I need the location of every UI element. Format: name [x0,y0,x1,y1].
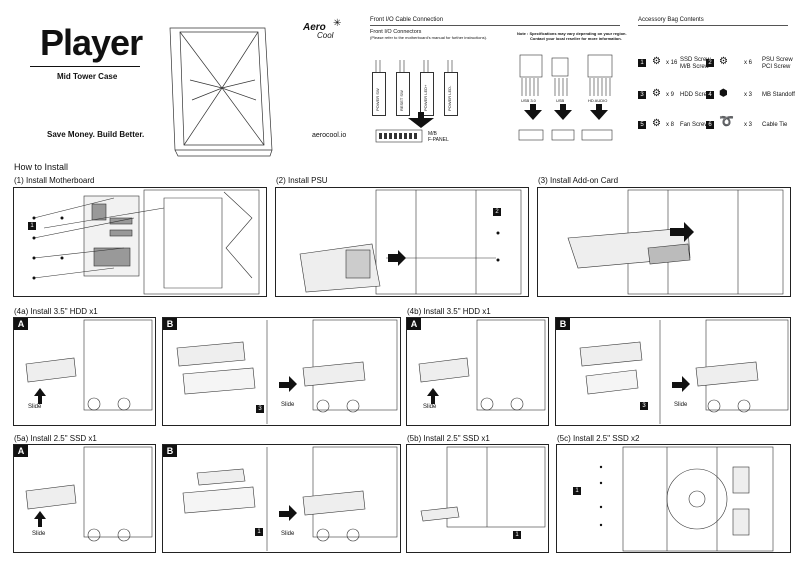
front-io-subtitle: Front I/O Connectors [370,29,422,35]
fan-screw-icon: ⚙ [652,118,661,129]
step-4a-panel-a: A Slide [13,317,156,426]
usb-label: USB [556,98,565,103]
accessory-item-1: 1 ⚙ x 16 SSD Screw M/B Screw [638,56,718,72]
brand-star-icon: ✳ [333,18,342,29]
accessory-num-1: 1 [638,59,646,67]
connector-power-sw: POWER SW [372,72,386,116]
step-1-marker: 1 [28,222,36,230]
website: aerocool.io [312,132,347,139]
accessory-item-3: 3 ⚙ x 9 HDD Screw [638,88,718,104]
step-5b-panel: 1 [406,444,549,553]
step-4b-panel-a: A Slide [406,317,549,426]
title-underline [30,66,140,67]
accessory-item-2: 2 ⚙ x 6 PSU Screw PCI Screw [706,56,796,72]
product-name: Player [40,22,143,63]
step-label-b: B [163,318,177,330]
step-5c-title: (5c) Install 2.5" SSD x2 [557,434,640,443]
standoff-icon: ⬢ [719,88,728,99]
accessory-item-5: 5 ⚙ x 8 Fan Screw [638,118,718,134]
brand-logo-top: Aero [303,22,326,33]
hdd-screw-icon: ⚙ [652,88,661,99]
accessory-title: Accessory Bag Contents [638,17,704,23]
step-3-panel [537,187,791,297]
front-io-instruction: (Please refer to the motherboard's manua… [370,35,488,40]
step-5c-panel: 1 [556,444,791,553]
step-1-title: (1) Install Motherboard [14,176,95,185]
brand-logo: Aero Cool ✳ [303,18,353,50]
step-5a-panel-a: A Slide [13,444,156,553]
accessory-item-6: 6 ➰ x 3 Cable Tie [706,114,796,134]
tagline: Save Money. Build Better. [47,130,145,139]
brand-logo-bottom: Cool [317,31,334,40]
psu-screw-icon: ⚙ [719,56,728,67]
cable-tie-icon: ➰ [719,114,734,128]
step-4a-panel-b: B 3 Slide [162,317,401,426]
slide-label: Slide [28,404,42,410]
mb-fpanel-label: M/B F-PANEL [428,131,449,143]
hd-audio-label: HD AUDIO [588,98,608,103]
step-3-title: (3) Install Add-on Card [538,176,619,185]
front-io-note-2: Contact your local reseller for more inf… [530,36,622,41]
front-io-connectors: POWER SW RESET SW POWER LED+ POWER LED- [368,62,468,122]
step-2-marker: 2 [493,208,501,216]
connector-power-led-minus: POWER LED- [444,72,458,116]
step-4b-title: (4b) Install 3.5" HDD x1 [407,307,491,316]
step-4a-title: (4a) Install 3.5" HDD x1 [14,307,98,316]
step-4a-marker: 3 [256,405,264,413]
front-io-note-1: Note : Specifications may vary depending… [517,31,627,36]
step-label-a: A [14,318,28,330]
accessory-item-4: 4 ⬢ x 3 MB Standoff [706,88,796,104]
connector-power-led-plus: POWER LED+ [420,72,434,116]
step-5a-panel-b: B 1 Slide [162,444,401,553]
accessory-rule [638,25,788,26]
step-5b-title: (5b) Install 2.5" SSD x1 [407,434,490,443]
product-type: Mid Tower Case [57,72,118,81]
step-5a-title: (5a) Install 2.5" SSD x1 [14,434,97,443]
front-io-title: Front I/O Cable Connection [370,17,444,23]
step-2-title: (2) Install PSU [276,176,328,185]
step-1-panel: 1 [13,187,267,297]
step-2-panel: 2 [275,187,529,297]
how-to-install-heading: How to Install [14,162,69,172]
screw-icon: ⚙ [652,56,661,67]
step-4b-panel-b: B 3 Slide [555,317,791,426]
front-io-rule [370,25,620,26]
connector-reset-sw: RESET SW [396,72,410,116]
usb3-label: USB 3.0 [521,98,536,103]
